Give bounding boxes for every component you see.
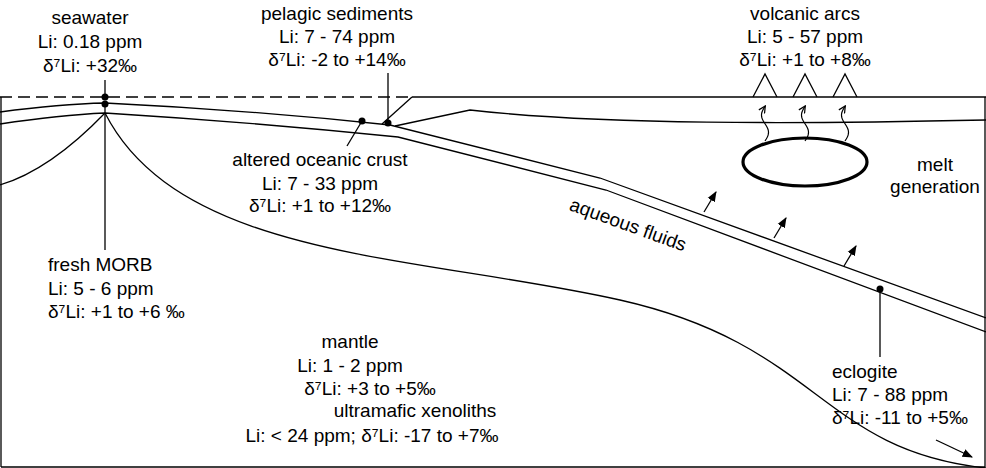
label-text: Li: 7 - 33 ppm (262, 173, 378, 195)
label-text: Li: 7 - 88 ppm (832, 384, 948, 406)
label-text: altered oceanic crust (232, 149, 407, 171)
lithosphere-base (0, 113, 105, 185)
fluid-arrow (844, 246, 856, 266)
leader-line (104, 80, 105, 95)
label-text: Li: 5 - 57 ppm (747, 26, 863, 48)
label-text: δ⁷Li: +1 to +12‰ (249, 195, 391, 217)
leader-line (347, 121, 362, 146)
label-text: δ⁷Li: -11 to +5‰ (832, 407, 968, 429)
leader-line (387, 73, 388, 121)
volcano-symbol (793, 74, 817, 97)
slab-base (105, 113, 986, 468)
label-text: eclogite (832, 361, 898, 383)
fluid-arrow (774, 218, 786, 238)
overriding-plate-base (395, 110, 986, 126)
melt-ascent-line (762, 106, 769, 141)
frame-line (0, 97, 1, 467)
volcano-symbol (753, 74, 777, 97)
leader-line (104, 105, 105, 250)
sample-dot (102, 94, 109, 101)
slab-motion-arrow (936, 440, 972, 457)
frame-line (984, 97, 985, 467)
label-text: δ⁷Li: +1 to +8‰ (739, 49, 871, 71)
label-text: Li: 5 - 6 ppm (48, 278, 154, 300)
label-text: fresh MORB (48, 254, 153, 276)
sample-dot (359, 118, 366, 125)
volcano-symbol (833, 74, 857, 97)
label-text: ultramafic xenoliths (334, 400, 497, 422)
label-text: seawater (51, 7, 128, 29)
leader-line (879, 289, 880, 357)
label-text: δ⁷Li: -2 to +14‰ (268, 49, 405, 71)
sea-level (0, 96, 412, 97)
sample-dot (385, 120, 392, 127)
slab-top (0, 103, 986, 318)
label-text: Li: 7 - 74 ppm (279, 26, 395, 48)
label-text: Li: 1 - 2 ppm (297, 355, 403, 377)
label-text: melt generation (888, 154, 982, 198)
label-text: volcanic arcs (750, 3, 860, 25)
sample-dot (877, 286, 884, 293)
melt-ascent-line (842, 106, 849, 141)
label-text: δ⁷Li: +32‰ (43, 55, 137, 77)
melt-zone (743, 138, 867, 186)
label-text: pelagic sediments (261, 3, 413, 25)
land-surface (412, 96, 986, 97)
label-text: δ⁷Li: +3 to +5‰ (304, 378, 436, 400)
label-text: mantle (321, 331, 378, 353)
frame-line (1, 466, 985, 467)
fluid-arrow (704, 192, 716, 212)
label-text: δ⁷Li: +1 to +6 ‰ (48, 301, 185, 323)
sample-dot (102, 101, 109, 108)
label-text: Li: < 24 ppm; δ⁷Li: -17 to +7‰ (246, 425, 499, 447)
label-text: Li: 0.18 ppm (38, 31, 143, 53)
melt-ascent-line (802, 106, 809, 141)
crust-base (0, 113, 986, 332)
